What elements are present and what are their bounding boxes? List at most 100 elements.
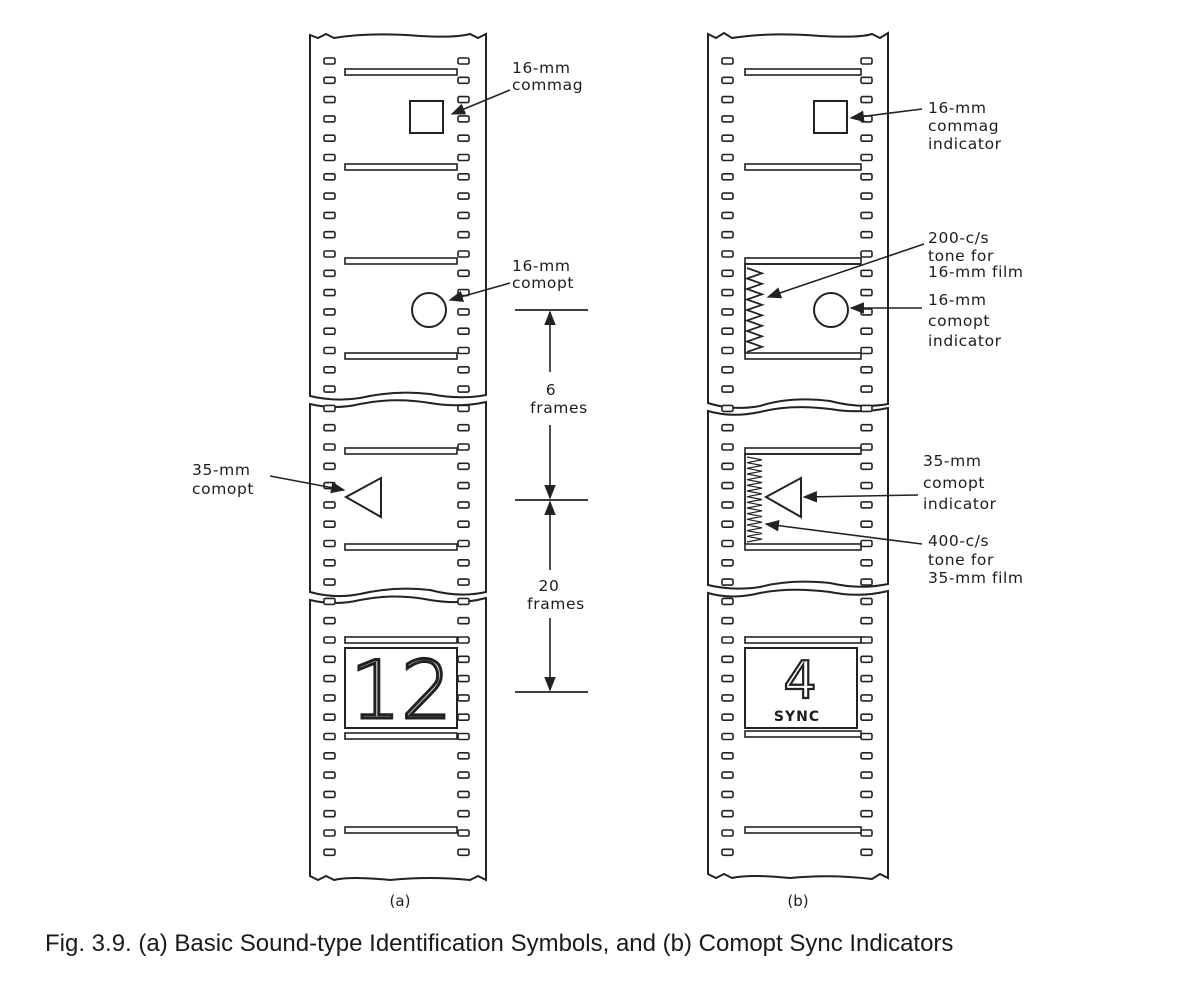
sprocket-hole	[323, 751, 336, 760]
sprocket-hole	[323, 443, 336, 451]
sprocket-hole	[721, 713, 734, 722]
sprocket-hole	[323, 57, 336, 65]
frame-line	[744, 163, 862, 171]
sprocket-hole	[457, 809, 470, 818]
commag-label-b-1: 16-mm	[928, 99, 987, 117]
frame-line	[744, 826, 862, 834]
sprocket-hole	[860, 250, 873, 258]
sprocket-hole	[323, 829, 336, 837]
sprocket-hole	[860, 655, 873, 664]
sprocket-hole	[323, 404, 336, 413]
frame-line	[744, 730, 862, 738]
sprocket-hole	[721, 751, 734, 760]
comopt16-arrow-a	[448, 282, 511, 303]
sprocket-hole	[457, 346, 470, 355]
sprocket-hole	[721, 443, 734, 451]
frame-spacing-dimensions: 6 frames 20 frames	[515, 309, 588, 693]
sprocket-hole	[457, 790, 470, 799]
twenty-frames-label-2: frames	[527, 595, 585, 613]
sprocket-hole	[323, 76, 336, 85]
tone200-zigzag	[744, 267, 765, 353]
panel-a-film-strip: 12 16-mm commag 16-mm comopt 35-mm comop…	[192, 32, 583, 910]
sprocket-hole	[721, 192, 734, 200]
sprocket-hole	[860, 308, 873, 316]
countdown-digit: 4	[783, 651, 816, 711]
sprocket-hole	[721, 153, 734, 162]
sprocket-hole	[323, 848, 336, 857]
sprocket-hole	[721, 501, 734, 509]
sprocket-hole	[860, 346, 873, 355]
sprocket-hole	[457, 578, 470, 586]
sprocket-hole	[323, 153, 336, 162]
six-frames-label-1: 6	[546, 381, 556, 399]
sprocket-hole	[860, 230, 873, 239]
sprocket-hole	[323, 95, 336, 104]
sprocket-hole	[323, 192, 336, 200]
comopt35-triangle-symbol	[343, 476, 382, 519]
sprocket-hole	[860, 597, 873, 606]
sprocket-hole	[860, 578, 873, 586]
tone400-label-2: tone for	[928, 551, 994, 569]
sprocket-hole	[721, 809, 734, 818]
frame-line	[344, 543, 458, 551]
sprocket-hole	[457, 481, 470, 490]
sprocket-hole	[860, 153, 873, 162]
comopt35-label-b-3: indicator	[923, 495, 997, 513]
sprocket-hole	[721, 173, 734, 181]
sprocket-hole	[860, 57, 873, 65]
sprocket-hole	[860, 539, 873, 548]
commag-label-b-3: indicator	[928, 135, 1002, 153]
comopt35-arrow-b	[802, 491, 919, 503]
sprocket-hole	[721, 558, 734, 567]
sprocket-hole	[860, 558, 873, 567]
sprocket-hole	[721, 230, 734, 239]
sprocket-hole	[457, 76, 470, 85]
frame-line	[344, 732, 458, 740]
sprocket-hole	[860, 288, 873, 297]
sprocket-hole	[860, 713, 873, 722]
comopt35-label-b-1: 35-mm	[923, 452, 982, 470]
frame-line	[344, 163, 458, 171]
sprocket-hole	[860, 211, 873, 220]
sprocket-hole	[721, 790, 734, 799]
twenty-frames-label-1: 20	[539, 577, 560, 595]
sprocket-hole	[860, 173, 873, 181]
sprocket-hole	[860, 404, 873, 413]
comopt35-label-a-2: comopt	[192, 480, 254, 498]
commag-label-b-2: commag	[928, 117, 999, 135]
sprocket-hole	[323, 636, 336, 644]
sprocket-hole	[860, 790, 873, 799]
comopt16-label-b-3: indicator	[928, 332, 1002, 350]
frame-number: 12	[350, 644, 452, 737]
sprocket-hole	[323, 713, 336, 722]
sprocket-hole	[721, 211, 734, 220]
sprocket-hole	[860, 829, 873, 837]
figure-caption: Fig. 3.9. (a) Basic Sound-type Identific…	[45, 930, 954, 957]
sprocket-hole	[323, 674, 336, 683]
sprocket-hole	[860, 462, 873, 471]
sprocket-hole	[860, 848, 873, 857]
sprocket-hole	[721, 346, 734, 355]
sprocket-hole	[323, 578, 336, 586]
sprocket-hole	[323, 694, 336, 702]
frame-line	[344, 257, 458, 265]
sprocket-hole	[457, 192, 470, 200]
frame-line	[344, 447, 458, 455]
sprocket-hole	[860, 423, 873, 432]
sprocket-hole	[323, 385, 336, 393]
sprocket-hole	[860, 134, 873, 142]
frame-line	[744, 636, 862, 644]
comopt35-label-b-2: comopt	[923, 474, 985, 492]
sprocket-hole	[457, 771, 470, 779]
sprocket-hole	[457, 173, 470, 181]
sprocket-hole	[721, 578, 734, 586]
sprocket-hole	[457, 655, 470, 664]
sprocket-hole	[721, 597, 734, 606]
sprocket-hole	[860, 385, 873, 393]
sprocket-hole	[721, 288, 734, 297]
sprocket-hole	[457, 57, 470, 65]
panel-b-label: (b)	[787, 892, 808, 910]
sprocket-holes-b	[721, 57, 873, 857]
sprocket-hole	[457, 694, 470, 702]
